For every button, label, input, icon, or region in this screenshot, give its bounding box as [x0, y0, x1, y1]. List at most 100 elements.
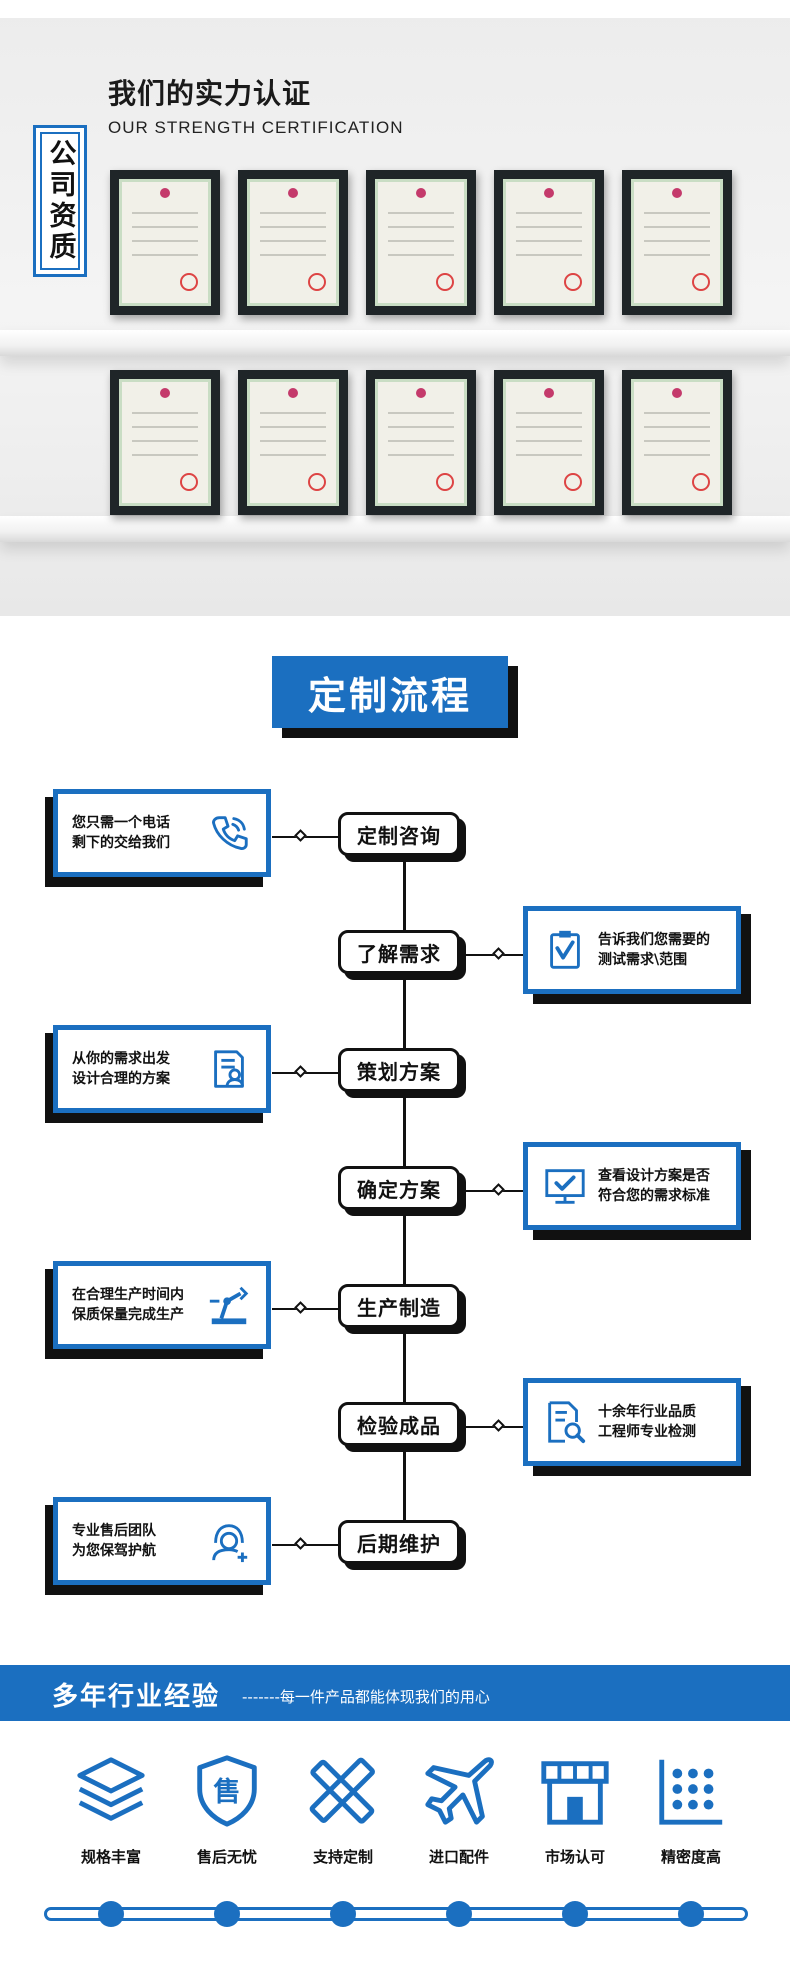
step-card: 专业售后团队为您保驾护航 [45, 1497, 271, 1595]
seal-icon [692, 473, 710, 491]
seal-icon [436, 473, 454, 491]
seal-icon [308, 273, 326, 291]
connector-diamond-icon [492, 1183, 505, 1196]
step-label: 定制咨询 [357, 823, 441, 848]
certificate-frame [622, 370, 732, 515]
process-step: 检验成品 [338, 1402, 466, 1452]
emblem-icon [672, 388, 682, 398]
document-user-icon [214, 1050, 244, 1088]
step-label: 后期维护 [357, 1531, 441, 1556]
process-step: 确定方案 [338, 1166, 466, 1216]
emblem-icon [544, 388, 554, 398]
track-dot [214, 1901, 240, 1927]
process-step: 后期维护 [338, 1520, 466, 1570]
track-dot [446, 1901, 472, 1927]
phone-icon [212, 816, 248, 850]
airplane-icon [425, 1757, 494, 1825]
certificate-frame [622, 170, 732, 315]
step-card: 告诉我们您需要的测试需求\范围 [523, 906, 751, 1004]
precision-grid-icon [659, 1759, 723, 1825]
connector-diamond-icon [294, 1537, 307, 1550]
shield-shou-icon: 售 [197, 1755, 257, 1827]
feature-label: 售后无忧 [196, 1848, 257, 1866]
track-dot [330, 1901, 356, 1927]
feature-label: 规格丰富 [80, 1848, 141, 1866]
track-dot [562, 1901, 588, 1927]
svg-text:售: 售 [213, 1776, 240, 1808]
process-step: 定制咨询 [338, 812, 466, 862]
certificate-frame [366, 370, 476, 515]
process-step: 生产制造 [338, 1284, 466, 1334]
connector-diamond-icon [492, 947, 505, 960]
cert-title: 我们的实力认证 [108, 77, 312, 110]
connector-diamond-icon [492, 1419, 505, 1432]
certificate-frame [238, 170, 348, 315]
step-card: 十余年行业品质工程师专业检测 [523, 1378, 751, 1476]
track-dot [98, 1901, 124, 1927]
step-card: 查看设计方案是否符合您的需求标准 [523, 1142, 751, 1240]
feature-label: 进口配件 [428, 1848, 489, 1866]
step-label: 了解需求 [357, 941, 441, 966]
card-text: 您只需一个电话剩下的交给我们 [72, 815, 170, 851]
certificate-paper [375, 179, 467, 306]
seal-icon [180, 473, 198, 491]
certificate-frame [110, 370, 220, 515]
card-text: 十余年行业品质工程师专业检测 [598, 1404, 696, 1440]
card-text: 在合理生产时间内保质保量完成生产 [72, 1287, 184, 1323]
emblem-icon [416, 388, 426, 398]
badge-text: 公司资质 [44, 139, 76, 263]
badge-inner-border: 公司资质 [40, 132, 80, 270]
step-label: 确定方案 [357, 1177, 441, 1202]
seal-icon [436, 273, 454, 291]
feature-item: 支持定制 [288, 1752, 398, 1872]
emblem-icon [160, 388, 170, 398]
process-title-box: 定制流程 [272, 656, 508, 728]
connector-diamond-icon [294, 829, 307, 842]
certificate-frame [494, 170, 604, 315]
process-title-block: 定制流程 [272, 656, 518, 738]
company-qualification-badge: 公司资质 [33, 125, 87, 277]
process-step: 了解需求 [338, 930, 466, 980]
storefront-icon [541, 1761, 609, 1825]
certificate-paper [503, 379, 595, 506]
emblem-icon [672, 188, 682, 198]
monitor-check-icon [545, 1169, 585, 1204]
seal-icon [308, 473, 326, 491]
emblem-icon [288, 188, 298, 198]
document-search-icon [548, 1401, 586, 1444]
feature-item: 市场认可 [520, 1752, 630, 1872]
step-card: 在合理生产时间内保质保量完成生产 [45, 1261, 271, 1359]
process-title: 定制流程 [307, 673, 472, 718]
feature-item: 规格丰富 [56, 1752, 166, 1872]
shelf-upper [0, 330, 790, 356]
cert-subtitle: OUR STRENGTH CERTIFICATION [108, 118, 404, 137]
feature-item: 精密度高 [636, 1752, 746, 1872]
emblem-icon [288, 388, 298, 398]
emblem-icon [544, 188, 554, 198]
certificate-frame [110, 170, 220, 315]
step-label: 策划方案 [357, 1059, 441, 1084]
step-label: 检验成品 [357, 1413, 441, 1438]
certificate-paper [119, 379, 211, 506]
card-text: 专业售后团队为您保驾护航 [72, 1523, 156, 1559]
feature-item: 进口配件 [404, 1752, 514, 1872]
feature-row: 规格丰富 售 售后无忧 支持定制 进口配件 市场认可 精密度高 [0, 1752, 790, 1872]
seal-icon [692, 273, 710, 291]
emblem-icon [416, 188, 426, 198]
experience-banner: 多年行业经验 -------每一件产品都能体现我们的用心 [0, 1665, 790, 1721]
feature-label: 市场认可 [544, 1848, 605, 1866]
feature-label: 精密度高 [660, 1848, 721, 1866]
step-card: 从你的需求出发设计合理的方案 [45, 1025, 271, 1123]
certificate-paper [503, 179, 595, 306]
connector-diamond-icon [294, 1065, 307, 1078]
track-dot [678, 1901, 704, 1927]
certificate-paper [119, 179, 211, 306]
emblem-icon [160, 188, 170, 198]
certificate-frame [494, 370, 604, 515]
seal-icon [564, 273, 582, 291]
certification-section: 我们的实力认证 OUR STRENGTH CERTIFICATION 公司资质 [0, 0, 790, 616]
process-step: 策划方案 [338, 1048, 466, 1098]
robot-arm-icon [209, 1286, 249, 1325]
clipboard-check-icon [550, 930, 580, 969]
